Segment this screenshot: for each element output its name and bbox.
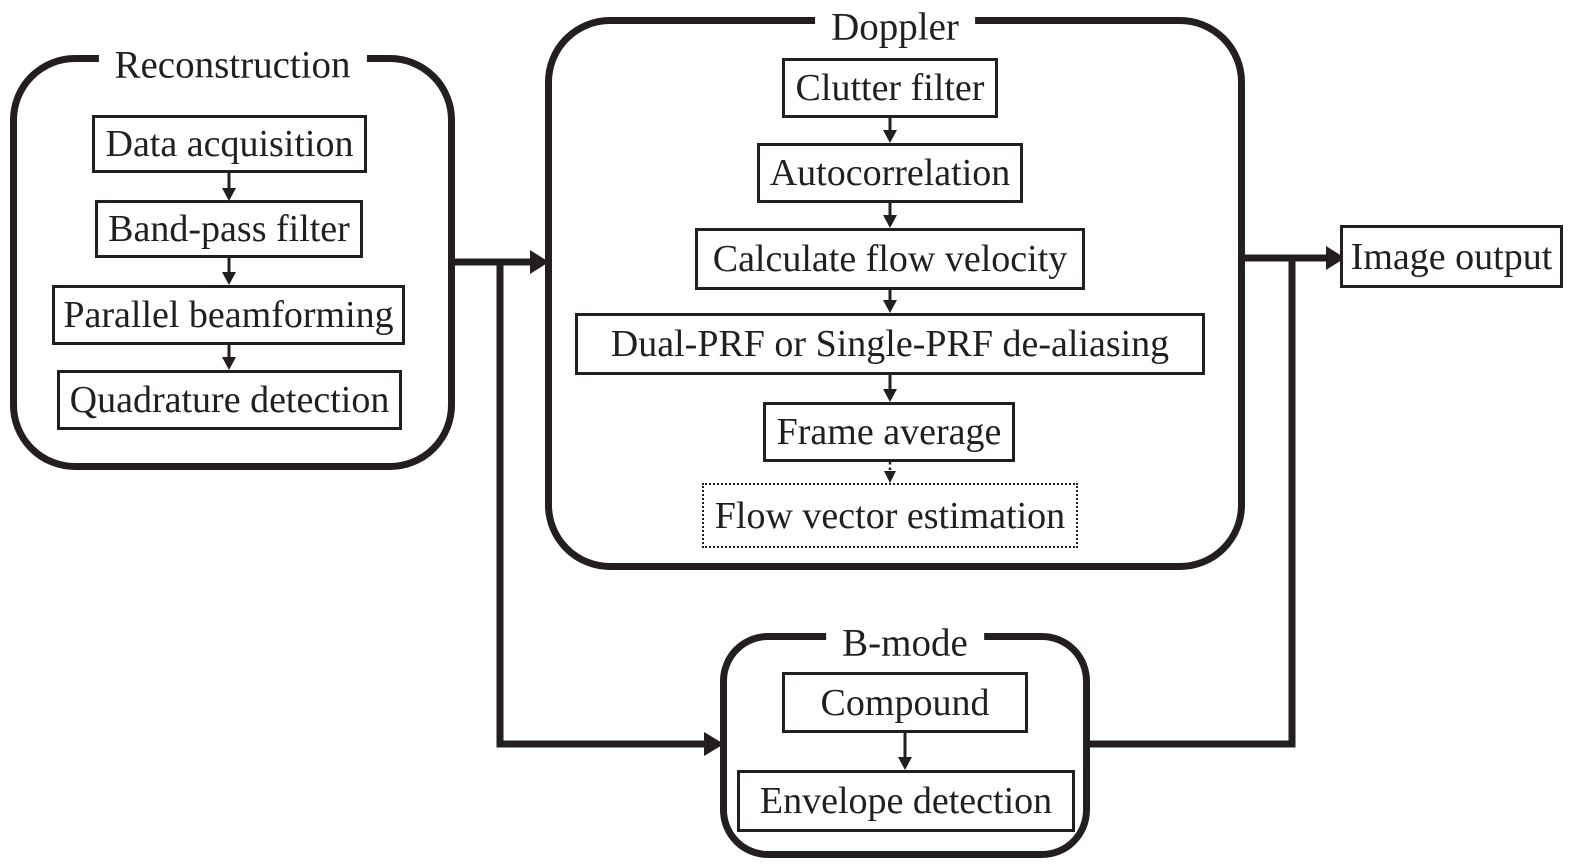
node-flow-vector-estimation: Flow vector estimation [702,483,1078,548]
arrow-compound-to-envelope [898,733,912,770]
node-frame-average: Frame average [763,402,1015,462]
arrow-frameavg-to-flowvec-dotted [884,462,896,483]
node-calculate-flow-velocity: Calculate flow velocity [695,228,1085,290]
node-quadrature-detection: Quadrature detection [57,370,402,430]
arrow-reconstruction-to-bmode [496,260,724,756]
arrow-doppler-to-image-output [1243,246,1345,270]
group-reconstruction: Reconstruction [10,44,455,470]
arrow-calcflow-to-dualprf [883,290,897,313]
arrow-dataacq-to-bandpass [222,173,236,201]
node-compound: Compound [782,672,1028,733]
arrow-clutter-to-autocorr [883,118,897,143]
node-image-output: Image output [1340,225,1563,288]
node-band-pass-filter: Band-pass filter [95,200,363,258]
node-envelope-detection: Envelope detection [737,770,1075,832]
group-label-b-mode: B-mode [826,622,984,666]
group-b-mode: B-mode [720,622,1090,858]
arrow-bandpass-to-parallel [222,258,236,285]
connector-bmode-to-image-output [1088,260,1296,748]
arrow-reconstruction-to-doppler [452,250,549,274]
arrow-parallel-to-quad [222,345,236,370]
node-dual-prf-de-aliasing: Dual-PRF or Single-PRF de-aliasing [575,313,1205,375]
group-label-doppler: Doppler [815,6,975,50]
node-clutter-filter: Clutter filter [782,58,998,118]
arrow-dualprf-to-frameavg [883,375,897,402]
group-label-reconstruction: Reconstruction [98,44,367,88]
arrow-autocorr-to-calcflow [883,203,897,228]
node-autocorrelation: Autocorrelation [757,143,1023,203]
group-doppler: Doppler [545,6,1245,570]
node-data-acquisition: Data acquisition [92,115,367,173]
node-parallel-beamforming: Parallel beamforming [52,285,405,345]
